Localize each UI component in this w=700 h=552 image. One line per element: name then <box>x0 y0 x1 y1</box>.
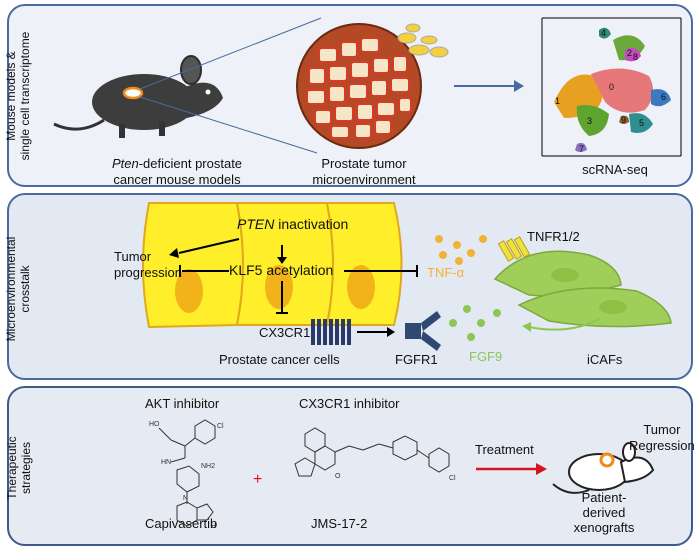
atom-label: H <box>211 523 216 530</box>
tnf-alpha-label: TNF-α <box>427 265 465 280</box>
fgf9-label: FGF9 <box>469 349 503 364</box>
cluster-label-8: 8 <box>633 52 638 62</box>
akt-inhibitor-label: AKT inhibitor <box>145 396 220 411</box>
atom-label: HO <box>149 421 160 428</box>
capivasertib-structure-icon <box>158 419 216 527</box>
tumor-caption: Prostate tumor microenvironment <box>312 156 416 187</box>
zoom-line-bottom <box>139 96 318 154</box>
tumor-regression-label: Tumor Regression <box>629 422 695 453</box>
tumor-microenvironment-icon <box>296 23 449 149</box>
atom-label: HN <box>161 459 171 466</box>
scrna-umap-plot: 0 1 2 3 4 5 6 7 8 9 <box>541 17 682 157</box>
klf5-acetylation-label: KLF5 acetylation <box>229 262 334 278</box>
cluster-label-9: 9 <box>621 115 626 125</box>
panel2-graphics <box>142 202 672 351</box>
atom-label: Cl <box>449 475 456 482</box>
pdx-label: Patient- derived xenografts <box>573 490 635 535</box>
panel-mouse-models: Mouse models & single cell transcriptome <box>4 4 693 187</box>
cx3cr1-label: CX3CR1 <box>259 325 311 340</box>
scrna-caption: scRNA-seq <box>582 162 648 177</box>
icafs-label: iCAFs <box>587 352 623 367</box>
cx3cr1-receptor-icon <box>311 319 351 345</box>
atom-label: O <box>335 473 341 480</box>
panel3-graphics: HO HN NH2 N Cl O H Cl + <box>149 419 655 530</box>
nuclei <box>175 265 375 313</box>
prostate-cancer-cells-label: Prostate cancer cells <box>219 352 340 367</box>
mouse-model-caption: Pten-deficient prostate cancer mouse mod… <box>111 156 243 187</box>
pten-inactivation-label: PTEN inactivation <box>237 216 349 232</box>
tnfr-label: TNFR1/2 <box>527 229 580 244</box>
tnf-alpha-dots <box>435 235 487 265</box>
zoom-line-top <box>139 17 322 90</box>
panel-microenvironmental-crosstalk: Microenvironmental crosstalk <box>4 193 693 380</box>
fgf9-secretion-arrow <box>528 318 600 331</box>
treatment-label: Treatment <box>475 442 534 457</box>
cluster-labels: 0 1 2 3 4 5 6 7 8 9 <box>555 28 666 154</box>
capivasertib-label: Capivasertib <box>145 516 218 531</box>
fgfr1-receptor-icon <box>405 311 441 351</box>
jms-17-2-label: JMS-17-2 <box>311 516 368 531</box>
cluster-label-0: 0 <box>609 82 614 92</box>
xenograft-mouse-icon <box>552 442 655 494</box>
cluster-label-1: 1 <box>555 96 560 106</box>
cluster-label-4: 4 <box>601 28 606 38</box>
fgf9-dots <box>449 305 501 341</box>
atom-label: NH2 <box>201 463 215 470</box>
jms-17-2-structure-icon <box>294 427 450 477</box>
cluster-label-5: 5 <box>639 118 644 128</box>
atom-label: Cl <box>217 423 224 430</box>
cluster-label-6: 6 <box>661 92 666 102</box>
mouse-icon <box>53 55 223 138</box>
plus-sign: + <box>253 471 262 488</box>
panel-therapeutic-strategies: Therapeutic strategies AKT inhibitor CX3… <box>5 386 695 546</box>
cluster-label-7: 7 <box>579 144 584 154</box>
icaf-cells <box>493 250 672 328</box>
prostate-cancer-cells <box>142 202 403 329</box>
cluster-label-2: 2 <box>627 48 632 58</box>
fgfr1-label: FGFR1 <box>395 352 438 367</box>
molecule-atom-labels: HO HN NH2 N Cl O H Cl <box>149 421 456 530</box>
cx3cr1-inhibitor-label: CX3CR1 inhibitor <box>299 396 400 411</box>
cluster-label-3: 3 <box>587 116 592 126</box>
panel1-graphics: 0 1 2 3 4 5 6 7 8 9 <box>53 17 682 157</box>
tumor-progression-label: Tumor progression <box>114 249 182 280</box>
atom-label: N <box>183 495 188 502</box>
tnfr-receptor-icon <box>497 236 531 262</box>
